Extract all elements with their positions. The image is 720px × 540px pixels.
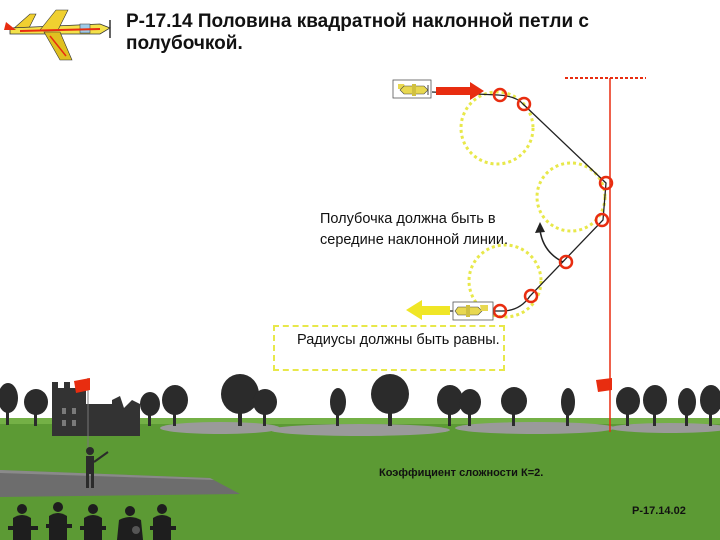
tree [643, 385, 667, 426]
radius-circle-bottom [467, 243, 543, 319]
page-title: Р-17.14 Половина квадратной наклонной пе… [126, 11, 589, 54]
radii-note-box [273, 325, 505, 371]
exit-arrow [406, 300, 450, 320]
tree [24, 389, 48, 426]
tree-line [0, 374, 720, 426]
flag-icon [74, 378, 90, 458]
flag-icon [596, 378, 612, 392]
tree [162, 385, 188, 426]
flight-path [431, 91, 607, 312]
tree [437, 385, 463, 426]
judge-icon [80, 504, 106, 540]
hill-4 [610, 423, 720, 433]
tree [700, 385, 720, 426]
tree [253, 389, 277, 426]
runway [0, 470, 240, 497]
difficulty-coefficient: Коэффициент сложности К=2. [379, 467, 544, 479]
tree [616, 387, 640, 426]
tree [221, 374, 259, 426]
judges [8, 502, 176, 540]
hill-1 [160, 422, 280, 434]
marker [516, 96, 532, 112]
radius-circle-top [459, 90, 535, 166]
airplane-logo-icon [4, 9, 111, 61]
marker [523, 288, 539, 304]
tree [140, 392, 160, 426]
judge-icon [8, 504, 38, 540]
tree [0, 383, 18, 425]
marker [594, 212, 610, 228]
tree [330, 388, 346, 426]
runway-edge [0, 470, 214, 480]
grass-edge [0, 418, 720, 424]
tree [561, 388, 575, 426]
tree [459, 389, 481, 426]
pilot-icon [86, 447, 109, 488]
marker [598, 175, 614, 191]
hill-3 [455, 422, 615, 434]
maneuver-markers [492, 87, 614, 319]
tree [371, 374, 409, 426]
hill-2 [270, 424, 450, 436]
plane-entry-icon [392, 79, 432, 99]
judge-line [565, 77, 646, 432]
half-roll-note: Полубочка должна быть в середине наклонн… [320, 211, 509, 248]
tree [501, 387, 527, 426]
entry-arrow [436, 82, 484, 100]
castle-ruins [52, 382, 140, 436]
marker [558, 254, 574, 270]
plane-exit-icon [452, 301, 494, 321]
tree [678, 388, 696, 426]
radii-note: Радиусы должны быть равны. [297, 332, 500, 348]
marker [492, 87, 508, 103]
judge-icon [117, 506, 143, 540]
judge-icon [46, 502, 72, 540]
marker [492, 303, 508, 319]
ground [0, 418, 720, 540]
judge-icon [150, 504, 176, 540]
figure-code: Р-17.14.02 [632, 505, 686, 517]
